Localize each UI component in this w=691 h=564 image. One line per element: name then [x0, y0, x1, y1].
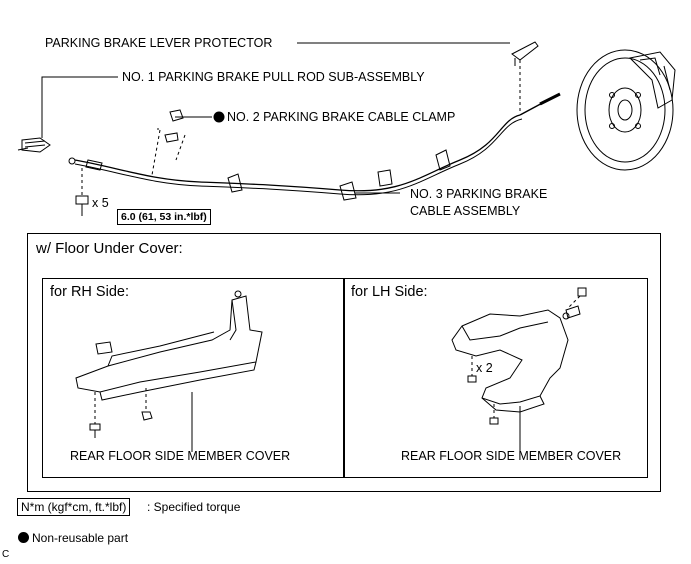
rh-side-title: for RH Side: — [50, 284, 129, 300]
floor-cover-panel — [27, 233, 661, 492]
cable-label-line2: CABLE ASSEMBLY — [410, 204, 521, 218]
lh-side-panel — [343, 278, 648, 478]
nonreusable-legend-text: Non-reusable part — [32, 531, 129, 545]
lh-side-title: for LH Side: — [351, 284, 428, 300]
corner-code: C — [2, 549, 10, 560]
cable-diagram — [17, 41, 676, 216]
nonreusable-legend: Non-reusable part — [18, 531, 128, 545]
lh-bolt-quantity: x 2 — [476, 361, 493, 375]
floor-cover-title: w/ Floor Under Cover: — [36, 240, 183, 257]
cable-label-line1: NO. 3 PARKING BRAKE — [410, 187, 548, 201]
protector-label: PARKING BRAKE LEVER PROTECTOR — [45, 36, 273, 50]
torque-legend-box: N*m (kgf*cm, ft.*lbf) — [17, 498, 131, 516]
clamp-label: NO. 2 PARKING BRAKE CABLE CLAMP — [227, 110, 456, 124]
torque-legend-desc: : Specified torque — [147, 500, 241, 514]
rh-part-label: REAR FLOOR SIDE MEMBER COVER — [70, 449, 291, 463]
bolt-quantity: x 5 — [92, 196, 109, 210]
pull-rod-label: NO. 1 PARKING BRAKE PULL ROD SUB-ASSEMBL… — [122, 70, 425, 84]
rh-side-panel — [42, 278, 345, 478]
nonreusable-dot-icon — [18, 532, 29, 543]
lh-part-label: REAR FLOOR SIDE MEMBER COVER — [401, 449, 622, 463]
torque-spec-box: 6.0 (61, 53 in.*lbf) — [117, 209, 211, 225]
